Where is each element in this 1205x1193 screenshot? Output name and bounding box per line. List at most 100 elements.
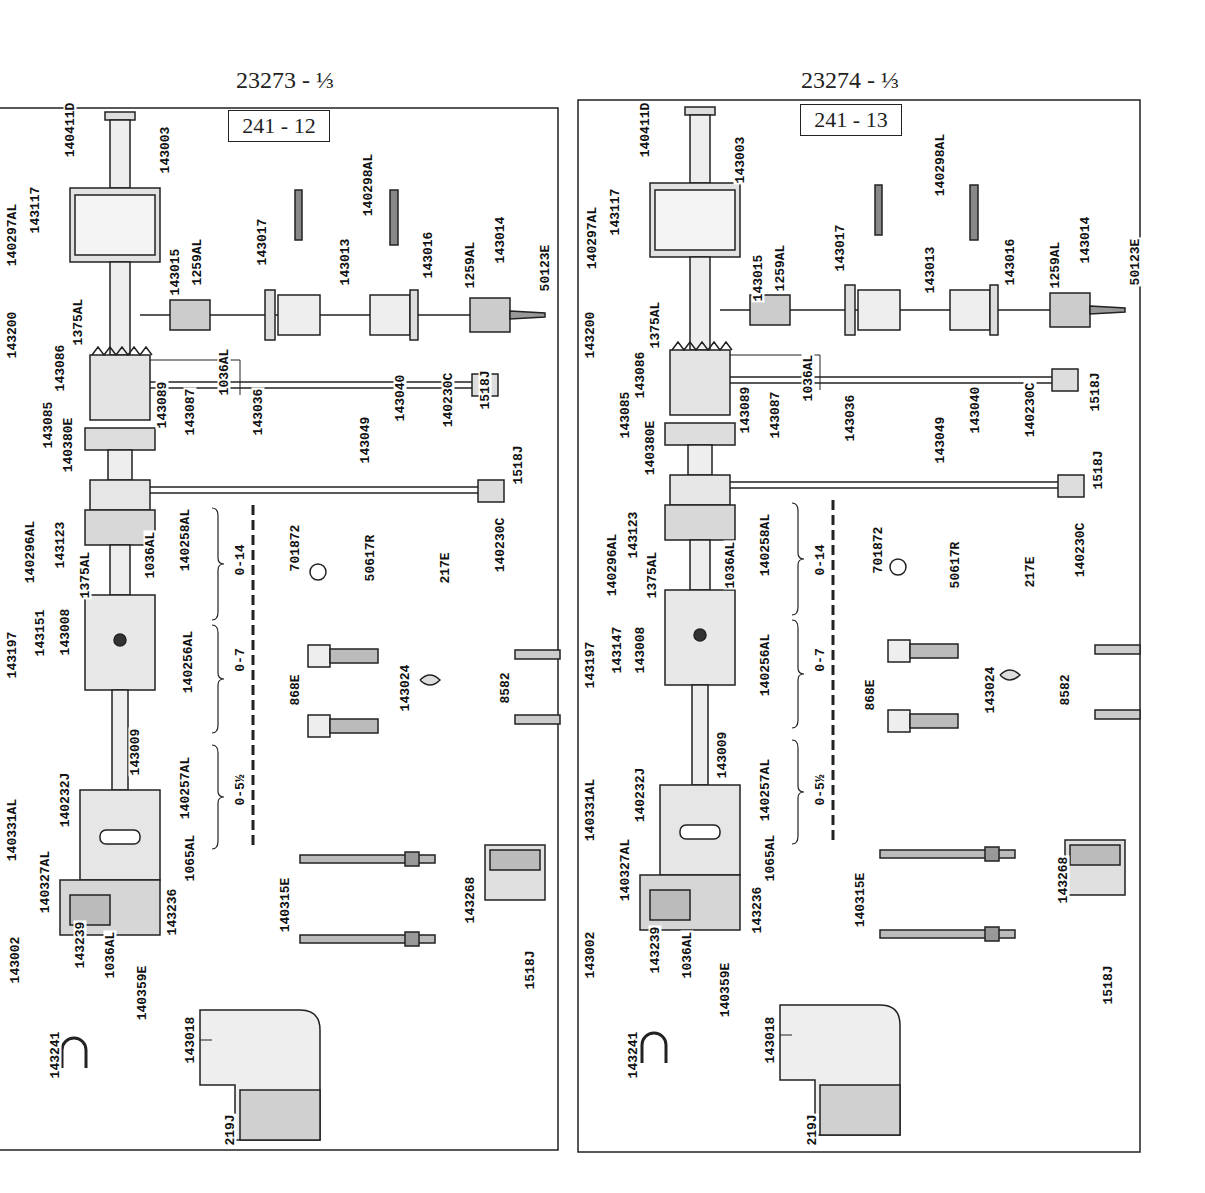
part-number: 140411D [639,102,652,159]
part-number: 143241 [627,1031,640,1080]
part-number: 143089 [739,386,752,435]
plate-number: 241 - 13 [814,107,887,133]
part-number: 140298AL [934,133,947,197]
part-number: 143014 [1079,216,1092,265]
part-number: 143086 [54,344,67,393]
part-number: 143049 [934,416,947,465]
part-number: 1065AL [184,834,197,883]
part-number: 50123E [1129,238,1142,287]
plate-number-box: 241 - 12 [228,110,330,142]
part-number: 0-14 [234,543,247,576]
part-number: 143003 [734,136,747,185]
part-number: 143085 [619,391,632,440]
part-number: 140359E [136,965,149,1022]
part-number: 1518J [479,369,492,410]
part-number: 143009 [716,731,729,780]
part-number: 1375AL [646,551,659,600]
part-number: 140297AL [586,206,599,270]
part-number: 143015 [169,248,182,297]
part-number: 8582 [1059,673,1072,706]
part-number: 1375AL [79,551,92,600]
part-number: 143117 [29,186,42,235]
part-number: 140315E [854,872,867,929]
part-number: 143087 [184,388,197,437]
part-number: 1518J [1092,449,1105,490]
part-number: 868E [864,678,877,711]
part-number: 1036AL [144,531,157,580]
part-number: 868E [289,673,302,706]
part-number: 217E [439,551,452,584]
part-number: 143017 [256,218,269,267]
part-number: 143018 [764,1016,777,1065]
part-number: 140257AL [179,756,192,820]
part-number: 140256AL [759,633,772,697]
part-number: 143016 [1004,238,1017,287]
part-number: 219J [806,1113,819,1146]
page-number: 23274 - ⅓ [801,68,899,92]
part-number: 140327AL [619,838,632,902]
part-number: 143200 [6,311,19,360]
part-number: 143200 [584,311,597,360]
part-number: 701872 [872,526,885,575]
part-number: 140258AL [759,513,772,577]
part-number: 1375AL [72,298,85,347]
part-number: 143147 [611,626,624,675]
part-number: 1065AL [764,834,777,883]
part-number: 143197 [6,631,19,680]
part-number: 1036AL [724,541,737,590]
part-number: 143024 [399,664,412,713]
part-number: 140359E [719,962,732,1019]
part-number: 1036AL [218,348,231,397]
part-number: 0-5½ [234,773,247,806]
part-number: 140380E [644,420,657,477]
part-number: 143015 [752,254,765,303]
part-number: 143009 [129,728,142,777]
part-number: 143123 [54,521,67,570]
part-number: 0-7 [234,647,247,672]
part-number: 0-5½ [814,773,827,806]
part-number: 217E [1024,555,1037,588]
part-number: 143016 [422,231,435,280]
part-number: 140258AL [179,508,192,572]
part-number: 143085 [42,401,55,450]
part-number: 143024 [984,666,997,715]
part-number: 1518J [1102,964,1115,1005]
part-number: 143040 [394,374,407,423]
part-number: 140331AL [584,778,597,842]
part-number: 143268 [464,876,477,925]
part-number: 140296AL [24,520,37,584]
plate-number: 241 - 12 [242,113,315,139]
part-number: 143014 [494,216,507,265]
part-number: 1036AL [681,931,694,980]
part-number: 1036AL [802,354,815,403]
part-number: 140327AL [39,850,52,914]
part-number: 143236 [166,888,179,937]
part-number: 140230C [1074,522,1087,579]
part-number: 143036 [252,388,265,437]
part-number: 1036AL [104,931,117,980]
mechanism-drawing [640,107,1140,1135]
part-number: 143123 [627,511,640,560]
part-number: 143239 [74,921,87,970]
part-number: 140230C [1024,382,1037,439]
part-number: 143239 [649,926,662,975]
part-number: 1518J [524,949,537,990]
part-number: 143013 [339,238,352,287]
part-number: 143087 [769,391,782,440]
mechanism-drawing [60,112,560,1140]
panel-border [0,100,1140,1152]
part-number: 143008 [634,626,647,675]
part-number: 143268 [1057,856,1070,905]
page-number: 23273 - ⅓ [236,68,334,92]
part-number: 143013 [924,246,937,295]
part-number: 140232J [634,767,647,824]
part-number: 140315E [279,877,292,934]
part-number: 143002 [584,931,597,980]
part-number: 140230C [442,372,455,429]
part-number: 143086 [634,351,647,400]
part-number: 143036 [844,394,857,443]
part-number: 140232J [59,772,72,829]
part-number: 0-14 [814,543,827,576]
part-number: 143236 [751,886,764,935]
